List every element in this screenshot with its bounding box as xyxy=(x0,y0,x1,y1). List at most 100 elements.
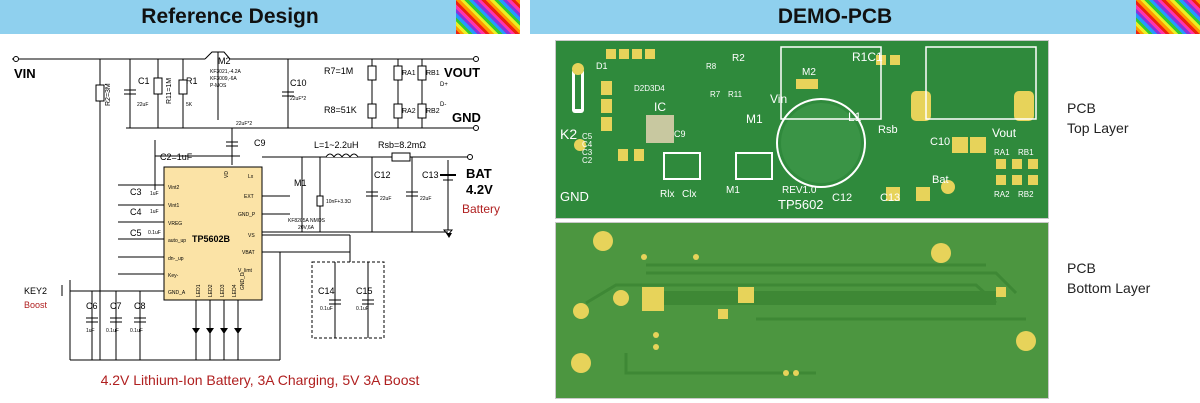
gnd-label: GND xyxy=(452,110,481,125)
silk-c2: C2 xyxy=(582,156,593,165)
c14-value: 0.1uF xyxy=(320,306,333,312)
ic-pin-vs: VS xyxy=(248,233,255,239)
boost-label: Boost xyxy=(24,300,48,310)
silk-rb2: RB2 xyxy=(1018,190,1034,199)
ic-pin-led4: LED4 xyxy=(232,284,238,297)
c10-value-2: 22uF*2 xyxy=(236,121,252,127)
c1-label: C1 xyxy=(138,76,150,86)
silk-ra2: RA2 xyxy=(994,190,1010,199)
pcb-top-label-line2: Top Layer xyxy=(1067,120,1129,136)
m1-spec: KF8205A NMOS xyxy=(288,218,326,224)
silk-r11: R11 xyxy=(728,90,743,99)
c10-label: C10 xyxy=(290,78,307,88)
c4-label: C4 xyxy=(130,207,142,217)
ic-pin-gnd-d: GND_D xyxy=(240,272,246,290)
pcb-bottom-label: PCB Bottom Layer xyxy=(1067,258,1150,298)
l-label: L=1~2.2uH xyxy=(314,140,359,150)
schematic-diagram: VIN VOUT GND BAT 4.2V Battery D+ D- TP56… xyxy=(12,51,500,361)
silk-c3: C3 xyxy=(582,148,593,157)
silk-c9: C9 xyxy=(674,129,686,139)
ic-pin-v-limt: V_limt xyxy=(238,268,253,274)
silk-vout: Vout xyxy=(992,126,1017,140)
silk-d1: D1 xyxy=(596,61,608,71)
ic-name: TP5602B xyxy=(192,234,231,244)
rb1-label: RB1 xyxy=(426,70,440,77)
battery-label: Battery xyxy=(462,202,500,216)
rb2-label: RB2 xyxy=(426,108,440,115)
d-plus-label: D+ xyxy=(440,82,448,88)
key2-label: KEY2 xyxy=(24,286,47,296)
ic-pin-dn-up: dn-_up xyxy=(168,256,184,262)
pcb-bottom-label-line2: Bottom Layer xyxy=(1067,280,1151,296)
ic-pin-led3: LED3 xyxy=(220,284,226,297)
c8-label: C8 xyxy=(134,301,146,311)
c12-value: 22uF xyxy=(380,196,391,202)
reference-design-panel: Reference Design xyxy=(0,0,520,400)
c14-label: C14 xyxy=(318,286,335,296)
r2-label: R2=3M xyxy=(105,83,112,106)
ic-pin-lx: Lx xyxy=(248,174,254,180)
c2-label: C2=1uF xyxy=(160,152,193,162)
bat-label: BAT xyxy=(466,166,492,181)
c13-label: C13 xyxy=(422,170,439,180)
silk-bat: Bat xyxy=(932,174,949,186)
silk-k2: K2 xyxy=(560,126,577,142)
c3-value: 1uF xyxy=(150,191,159,197)
silk-d2d3d4: D2D3D4 xyxy=(634,84,665,93)
m1-label: M1 xyxy=(294,178,307,188)
silk-r1c1: R1C1 xyxy=(852,50,883,64)
r1-value: 5K xyxy=(186,102,193,108)
m2-spec-3: P-MOS xyxy=(210,83,227,89)
c4-value: 1uF xyxy=(150,209,159,215)
ra2-label: RA2 xyxy=(402,108,416,115)
c7-label: C7 xyxy=(110,301,122,311)
m2-label: M2 xyxy=(218,56,231,66)
ic-pin-auto-up: auto_up xyxy=(168,238,186,244)
silk-rsb: Rsb xyxy=(878,124,898,136)
ic-pin-key: Key- xyxy=(168,273,179,279)
pcb-top-label-line1: PCB xyxy=(1067,100,1096,116)
silk-tp: TP5602 xyxy=(778,197,824,212)
m1-spec-2: 20V,6A xyxy=(298,225,315,231)
r1-label: R1 xyxy=(186,76,198,86)
vout-label: VOUT xyxy=(444,65,480,80)
c15-label: C15 xyxy=(356,286,373,296)
pcb-top-label: PCB Top Layer xyxy=(1067,98,1128,138)
m2-spec-1: KF3021,-4.2A xyxy=(210,69,242,75)
ic-pin-vbat: VBAT xyxy=(242,250,255,256)
pcb-bottom-label-line1: PCB xyxy=(1067,260,1096,276)
c6-value: 1uF xyxy=(86,328,95,334)
silk-rlx: Rlx xyxy=(660,189,674,200)
c12-label: C12 xyxy=(374,170,391,180)
r11-label: R11=1M xyxy=(166,78,173,104)
silk-vin: Vin xyxy=(770,92,787,106)
silk-rb1: RB1 xyxy=(1018,148,1034,157)
demo-pcb-header: DEMO-PCB xyxy=(530,0,1200,34)
silk-ra1: RA1 xyxy=(994,148,1010,157)
r7-label: R7=1M xyxy=(324,66,353,76)
ra1-label: RA1 xyxy=(402,70,416,77)
rainbow-logo-icon xyxy=(1136,0,1200,34)
c8-value: 0.1uF xyxy=(130,328,143,334)
ic-pin-led1: LED1 xyxy=(196,284,202,297)
ic-pin-vd: VD xyxy=(224,171,230,178)
c7-value: 0.1uF xyxy=(106,328,119,334)
c1-value: 22uF xyxy=(137,102,148,108)
silk-c12: C12 xyxy=(832,192,852,204)
snubber-value: 10nF+3.3Ω xyxy=(326,199,351,205)
d-minus-label: D- xyxy=(440,102,446,108)
c3-label: C3 xyxy=(130,187,142,197)
silk-c4: C4 xyxy=(582,140,593,149)
reference-design-caption: 4.2V Lithium-Ion Battery, 3A Charging, 5… xyxy=(100,372,420,388)
ic-pin-vint2: Vint2 xyxy=(168,185,180,191)
silk-rev: REV1.0 xyxy=(782,185,817,196)
pcb-bottom-layer-image xyxy=(555,222,1049,399)
silk-ic: IC xyxy=(654,100,666,114)
ic-pin-gnd-a: GND_A xyxy=(168,290,186,296)
c10-value: 22uF*2 xyxy=(290,96,306,102)
rsb-label: Rsb=8.2mΩ xyxy=(378,140,426,150)
demo-pcb-title: DEMO-PCB xyxy=(777,5,893,28)
silk-l1: L1 xyxy=(848,110,862,124)
ic-pin-ext: EXT xyxy=(244,194,254,200)
ic-pin-vint1: Vint1 xyxy=(168,203,180,209)
